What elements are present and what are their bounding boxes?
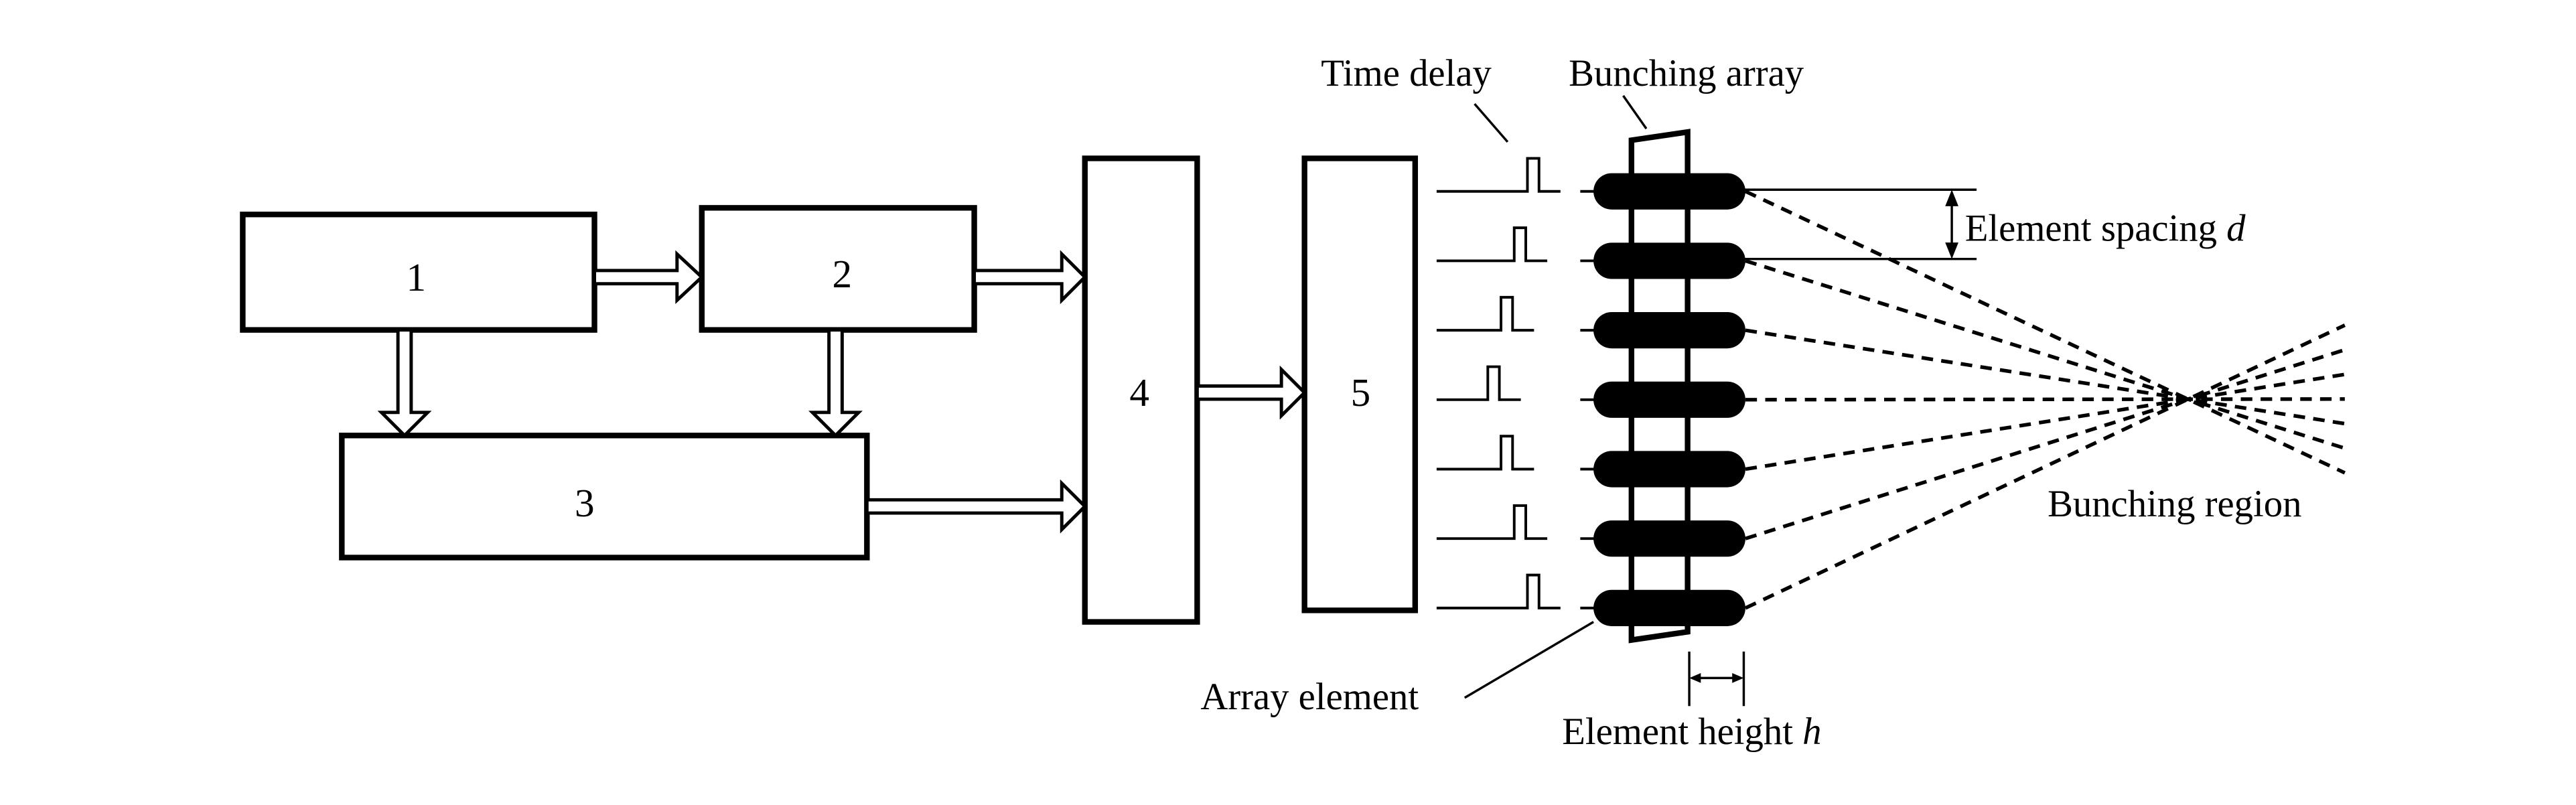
bunching-array-frame [1628,129,1691,644]
array-element [1593,312,1745,349]
block-5-label: 5 [1351,370,1371,415]
block-1-label: 1 [406,255,426,299]
arrow-1-to-2 [593,250,705,304]
array-element [1593,381,1745,418]
time-delay-pulse [1436,365,1521,401]
bunching-rays [1744,190,2346,610]
array-element [1593,520,1745,557]
block-1: 1 [240,212,597,333]
bunching-ray [1744,323,2346,610]
array-element [1593,589,1745,626]
bunching-ray [1745,397,2345,402]
bunching-array-label: Bunching array [1569,53,1804,94]
arrow-4-to-5 [1195,365,1307,420]
time-delay-pulses [1436,157,1597,609]
bunching-ray [1745,328,2346,426]
block-3: 3 [339,433,870,561]
element-spacing-label: Element spacing d [1965,208,2246,250]
element-height-dimension [1688,651,1745,707]
bunching-ray [1744,190,2346,475]
array-element-leader [1463,621,1594,699]
array-element-label: Array element [1200,676,1419,718]
element-spacing-dimension [1717,188,1977,261]
time-delay-pulse [1436,226,1548,263]
array-elements [1593,173,1745,626]
time-delay-pulse [1436,435,1534,471]
arrow-3-to-4 [865,479,1088,534]
block-3-label: 3 [575,481,595,525]
arrow-2-to-3 [808,328,863,438]
block-4-label: 4 [1129,370,1149,415]
bunching-region-label: Bunching region [2048,484,2301,525]
block-4: 4 [1082,155,1200,625]
array-element [1593,242,1745,279]
array-element [1593,173,1745,210]
element-height-label: Element height h [1562,711,1821,753]
bunching-ray [1745,348,2346,540]
arrow-2-to-4 [973,250,1088,305]
bunching-ray [1745,372,2346,471]
bunching-ray [1745,259,2346,450]
block-2-label: 2 [833,252,853,296]
time-delay-leader [1474,103,1509,143]
time-delay-pulse [1436,157,1561,193]
time-delay-pulse [1436,295,1534,332]
array-element [1593,451,1745,488]
time-delay-pulse [1436,573,1561,609]
bunching-array-leader [1622,94,1648,130]
block-5: 5 [1301,155,1419,613]
arrow-1-to-3 [377,328,432,438]
time-delay-pulse [1436,504,1548,540]
time-delay-label: Time delay [1321,53,1492,94]
block-2: 2 [699,205,977,333]
